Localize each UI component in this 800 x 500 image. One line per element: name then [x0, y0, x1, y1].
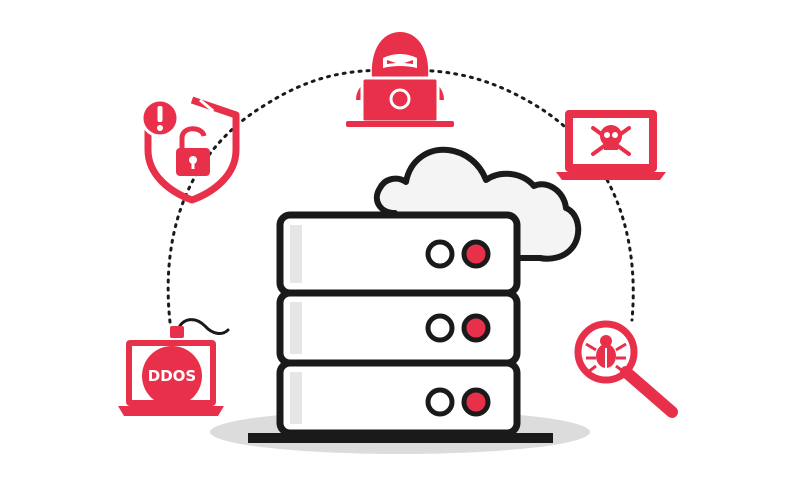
server-unit-top: [276, 211, 521, 297]
server-stack-icon: [248, 211, 553, 443]
server-base: [248, 433, 553, 443]
status-light-red: [461, 239, 491, 269]
bug-magnifier-icon: [574, 320, 678, 418]
ddos-label: DDOS: [148, 367, 196, 385]
status-light-white: [425, 313, 455, 343]
cloud-icon: [373, 146, 582, 262]
broken-shield-lock-icon: [140, 96, 240, 204]
server-unit-bottom: [276, 359, 521, 437]
status-light-white: [425, 387, 455, 417]
status-light-red: [461, 313, 491, 343]
hacker-laptop-icon: [346, 32, 454, 127]
skull-laptop-icon: [556, 110, 666, 180]
server-unit-middle: [276, 289, 521, 367]
status-light-white: [425, 239, 455, 269]
status-light-red: [461, 387, 491, 417]
ddos-bomb-laptop-icon: DDOS: [118, 318, 230, 416]
bomb-icon: [142, 346, 202, 406]
